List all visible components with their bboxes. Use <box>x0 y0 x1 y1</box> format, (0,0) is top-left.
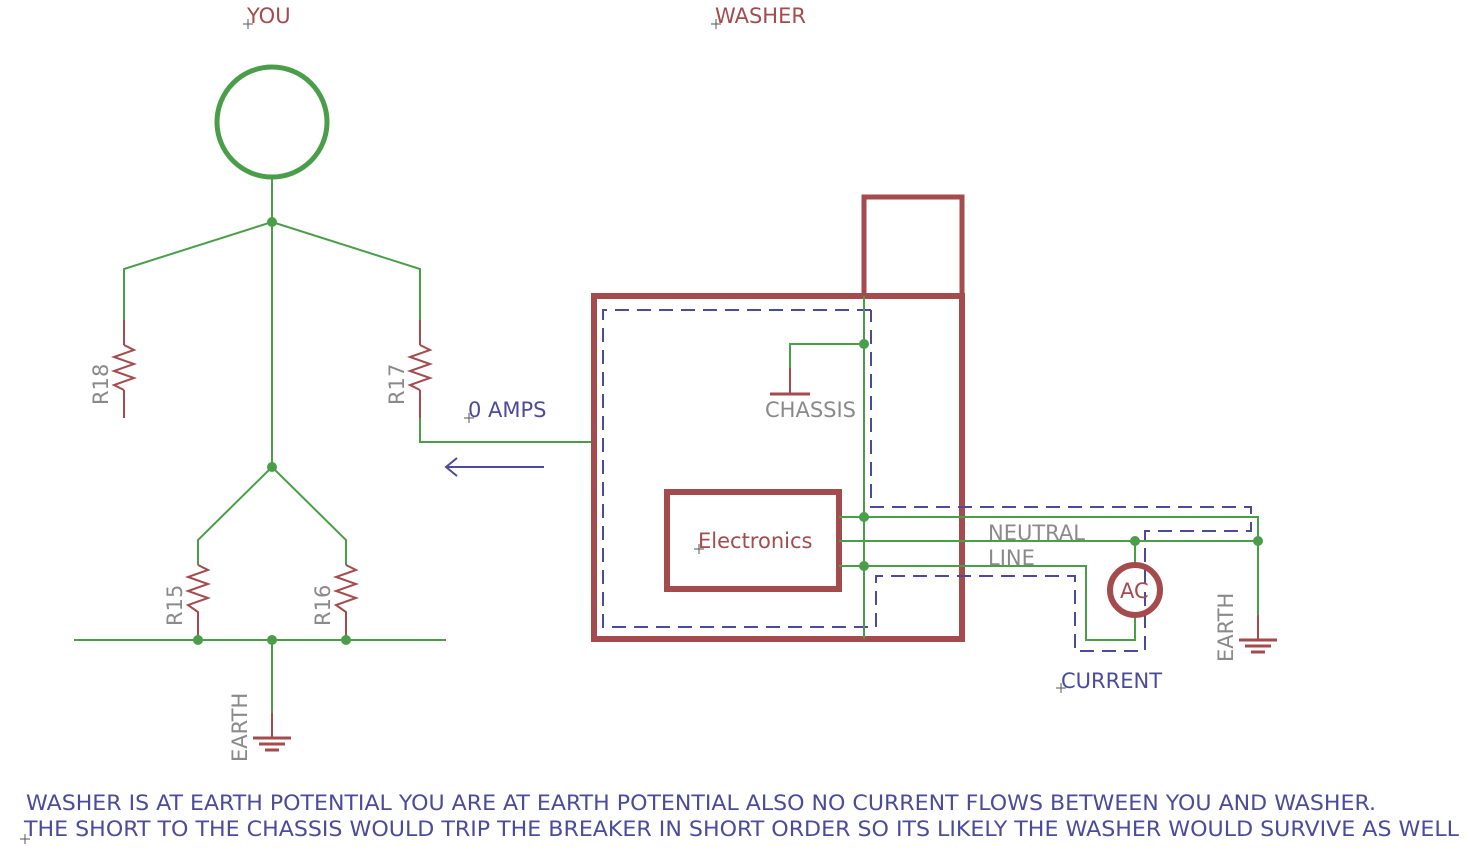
resistor-r17[interactable] <box>406 320 434 418</box>
note-line-1: WASHER IS AT EARTH POTENTIAL YOU ARE AT … <box>26 791 1376 815</box>
note-origin <box>20 834 30 844</box>
ac-source-label: AC <box>1120 579 1149 603</box>
washer-title: WASHER <box>715 4 806 28</box>
chassis-ground-wire <box>789 343 864 368</box>
note-line-2: THE SHORT TO THE CHASSIS WOULD TRIP THE … <box>23 817 1459 841</box>
earth-left-symbol[interactable] <box>253 713 291 752</box>
resistor-r16-label: R16 <box>311 585 335 626</box>
ground-wire <box>839 516 1259 640</box>
earth-right-symbol[interactable] <box>1239 615 1277 654</box>
junction-shoulders <box>267 217 277 227</box>
neutral-label: NEUTRAL <box>988 521 1085 545</box>
junction-ac-neutral <box>1130 536 1140 546</box>
resistor-r18[interactable] <box>110 320 138 418</box>
person-head <box>214 64 330 180</box>
junction-floor-r15 <box>193 635 203 645</box>
resistor-r18-label: R18 <box>89 364 113 405</box>
you-title: YOU <box>246 4 291 28</box>
junction-chassis <box>859 339 869 349</box>
washer-control-panel[interactable] <box>861 194 965 299</box>
washer-label-origin <box>711 19 721 29</box>
electronics-origin <box>694 544 704 554</box>
chassis-label: CHASSIS <box>765 398 856 422</box>
current-label: CURRENT <box>1061 669 1162 693</box>
junction-earth-neutral <box>1253 536 1263 546</box>
hand-to-washer-wire <box>419 418 594 443</box>
resistor-r15[interactable] <box>184 564 212 640</box>
left-arm-wire <box>123 221 273 320</box>
right-leg-wire <box>271 466 347 565</box>
electronics-label: Electronics <box>698 529 812 553</box>
amps-origin <box>464 413 474 423</box>
amps-label: 0 AMPS <box>468 398 547 422</box>
chassis-ground-symbol[interactable] <box>770 368 810 396</box>
washer-body[interactable] <box>591 293 965 642</box>
junction-line-short <box>859 561 869 571</box>
resistor-r16[interactable] <box>332 564 360 640</box>
left-leg-wire <box>197 466 273 565</box>
right-arm-wire <box>271 221 421 320</box>
you-label-origin <box>243 19 253 29</box>
junction-ground <box>859 512 869 522</box>
junction-floor-r16 <box>341 635 351 645</box>
earth-left-label: EARTH <box>228 693 252 762</box>
current-origin <box>1056 683 1066 693</box>
resistor-r17-label: R17 <box>385 364 409 405</box>
ac-source[interactable] <box>1107 562 1163 618</box>
current-path-dashed <box>602 309 1252 652</box>
line-label: LINE <box>988 546 1035 570</box>
earth-right-label: EARTH <box>1214 593 1238 662</box>
junction-hips <box>267 462 277 472</box>
resistor-r15-label: R15 <box>163 585 187 626</box>
person-figure <box>123 64 421 565</box>
line-wire <box>839 565 1136 641</box>
current-direction-arrow-icon <box>444 457 544 477</box>
